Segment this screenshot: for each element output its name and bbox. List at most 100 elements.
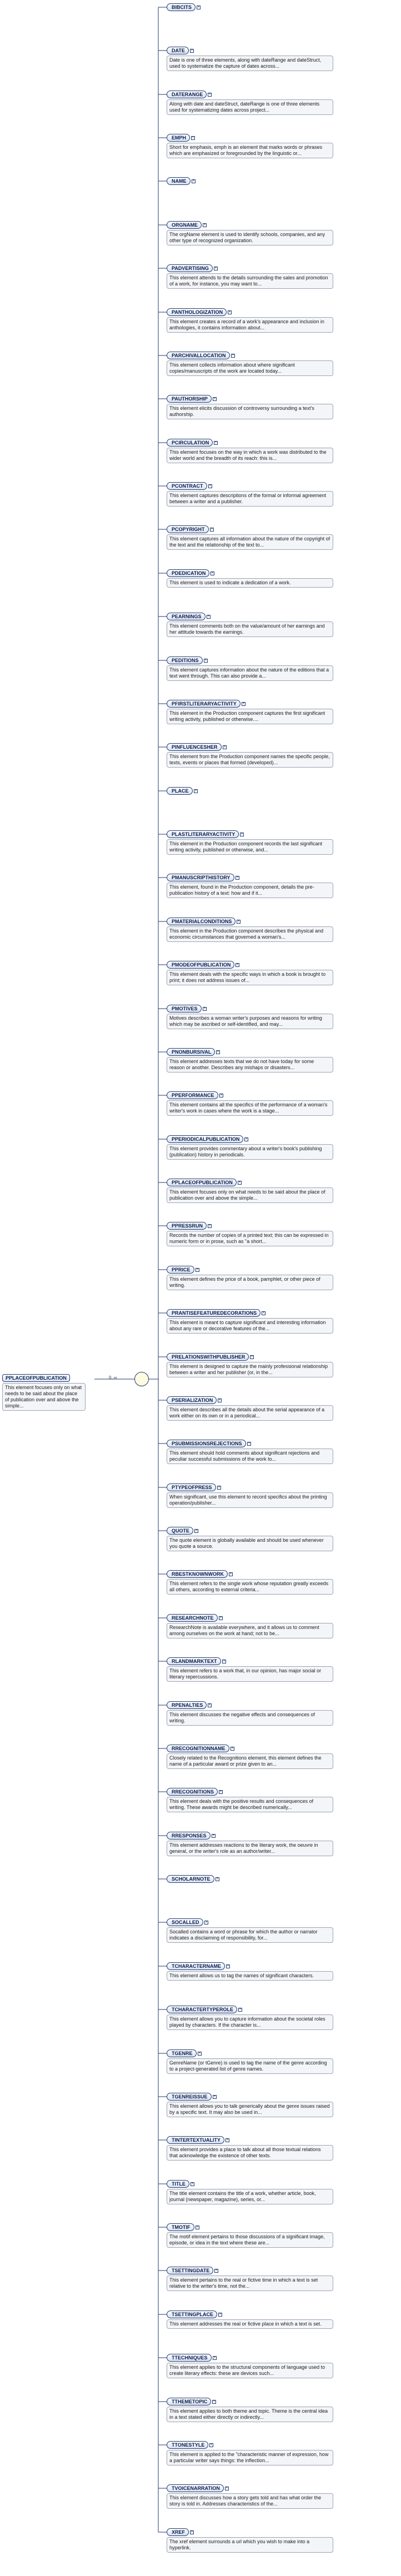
child-element-name[interactable]: TITLE [167, 2180, 189, 2188]
child-element-name[interactable]: RRECOGNITIONNAME [167, 1745, 229, 1752]
expand-icon[interactable]: + [204, 1921, 208, 1925]
child-element-name[interactable]: QUOTE [167, 1527, 194, 1535]
child-element-name[interactable]: DATE [167, 47, 189, 54]
expand-icon[interactable]: + [215, 1877, 219, 1881]
child-element-name[interactable]: RESEARCHNOTE [167, 1614, 218, 1622]
expand-icon[interactable]: + [214, 2269, 218, 2273]
child-element-name[interactable]: PEDITIONS [167, 656, 203, 664]
child-element-name[interactable]: RRECOGNITIONS [167, 1788, 218, 1796]
child-element-name[interactable]: PCIRCULATION [167, 439, 213, 447]
expand-icon[interactable]: + [208, 93, 212, 97]
expand-icon[interactable]: + [219, 1790, 223, 1794]
expand-icon[interactable]: + [194, 1529, 198, 1533]
child-element-name[interactable]: NAME [167, 177, 191, 185]
expand-icon[interactable]: + [238, 2008, 242, 2012]
child-element-name[interactable]: PLASTLITERARYACTIVITY [167, 830, 239, 838]
expand-icon[interactable]: + [194, 789, 198, 793]
child-element-name[interactable]: PMATERIALCONDITIONS [167, 918, 236, 925]
child-element-name[interactable]: SCHOLARNOTE [167, 1875, 214, 1883]
child-element-name[interactable]: PEARNINGS [167, 613, 205, 620]
child-element-name[interactable]: PMANUSCRIPTHISTORY [167, 874, 234, 881]
expand-icon[interactable]: + [208, 1703, 212, 1707]
expand-icon[interactable]: + [223, 745, 227, 749]
expand-icon[interactable]: + [219, 1094, 223, 1097]
child-element-name[interactable]: XREF [167, 2528, 189, 2536]
child-element-name[interactable]: TGENRE [167, 2049, 197, 2057]
expand-icon[interactable]: + [213, 2356, 217, 2360]
child-element-name[interactable]: PTYPEOFPRESS [167, 1484, 216, 1491]
child-element-name[interactable]: TTECHNIQUES [167, 2354, 212, 2362]
child-element-name[interactable]: PINFLUENCESHER [167, 743, 222, 751]
choice-compositor-icon[interactable] [134, 1372, 149, 1386]
expand-icon[interactable]: + [230, 1747, 234, 1751]
child-element-name[interactable]: RRESPONSES [167, 1832, 210, 1840]
expand-icon[interactable]: + [191, 136, 195, 140]
expand-icon[interactable]: + [203, 1007, 207, 1011]
child-element-name[interactable]: TCHARACTERTYPEROLE [167, 2006, 238, 2013]
child-element-name[interactable]: TSETTINGPLACE [167, 2311, 218, 2318]
expand-icon[interactable]: + [225, 2487, 229, 2490]
child-element-name[interactable]: PPRESSRUN [167, 1222, 207, 1230]
expand-icon[interactable]: + [240, 833, 244, 836]
child-element-name[interactable]: RBESTKNOWNWORK [167, 1570, 228, 1578]
expand-icon[interactable]: + [242, 702, 245, 706]
expand-icon[interactable]: + [214, 267, 218, 270]
child-element-name[interactable]: ORGNAME [167, 221, 202, 229]
expand-icon[interactable]: + [231, 354, 235, 358]
expand-icon[interactable]: + [198, 2052, 202, 2056]
child-element-name[interactable]: PANTHOLOGIZATION [167, 308, 227, 316]
expand-icon[interactable]: + [217, 1486, 221, 1490]
expand-icon[interactable]: + [208, 1224, 212, 1228]
child-element-name[interactable]: PSERIALIZATION [167, 1396, 217, 1404]
expand-icon[interactable]: + [235, 876, 239, 880]
child-element-name[interactable]: SOCALLED [167, 1918, 203, 1926]
expand-icon[interactable]: + [222, 1660, 226, 1663]
child-element-name[interactable]: PPRICE [167, 1266, 194, 1274]
expand-icon[interactable]: + [238, 1181, 242, 1185]
child-element-name[interactable]: TVOICENARRATION [167, 2484, 224, 2492]
expand-icon[interactable]: + [216, 1050, 220, 1054]
expand-icon[interactable]: + [191, 2182, 194, 2186]
expand-icon[interactable]: + [225, 2138, 229, 2142]
expand-icon[interactable]: + [207, 615, 210, 619]
child-element-name[interactable]: TTHEMETOPIC [167, 2398, 212, 2405]
child-element-name[interactable]: PDEDICATION [167, 569, 210, 577]
child-element-name[interactable]: BIBCITS [167, 3, 196, 11]
expand-icon[interactable]: + [247, 1442, 251, 1446]
child-element-name[interactable]: PAUTHORSHIP [167, 395, 212, 403]
child-element-name[interactable]: PRANTISEFEATUREDECORATIONS [167, 1309, 261, 1317]
expand-icon[interactable]: + [212, 2400, 216, 2404]
child-element-name[interactable]: DATERANGE [167, 91, 207, 98]
child-element-name[interactable]: TGENREISSUE [167, 2093, 212, 2101]
expand-icon[interactable]: + [228, 310, 232, 314]
expand-icon[interactable]: + [237, 920, 240, 924]
expand-icon[interactable]: + [196, 1268, 199, 1272]
child-element-name[interactable]: PRELATIONSWITHPUBLISHER [167, 1353, 249, 1361]
expand-icon[interactable]: + [190, 49, 194, 53]
expand-icon[interactable]: + [218, 1399, 222, 1402]
child-element-name[interactable]: PSUBMISSIONSREJECTIONS [167, 1440, 246, 1447]
expand-icon[interactable]: + [219, 1616, 223, 1620]
expand-icon[interactable]: + [203, 223, 207, 227]
expand-icon[interactable]: + [192, 179, 196, 183]
child-element-name[interactable]: PPERFORMANCE [167, 1091, 218, 1099]
child-element-name[interactable]: PNONBURSIVAL [167, 1048, 215, 1056]
expand-icon[interactable]: + [212, 1834, 215, 1838]
child-element-name[interactable]: PLACE [167, 787, 193, 795]
expand-icon[interactable]: + [210, 572, 214, 575]
root-element-name[interactable]: PPLACEOFPUBLICATION [2, 1374, 70, 1382]
child-element-name[interactable]: PARCHIVALLOCATION [167, 352, 230, 359]
child-element-name[interactable]: TTONESTYLE [167, 2441, 209, 2449]
expand-icon[interactable]: + [196, 2226, 199, 2229]
expand-icon[interactable]: + [235, 963, 239, 967]
expand-icon[interactable]: + [197, 6, 200, 9]
child-element-name[interactable]: TMOTIF [167, 2223, 194, 2231]
child-element-name[interactable]: PCOPYRIGHT [167, 525, 209, 533]
child-element-name[interactable]: PPLACEOFPUBLICATION [167, 1179, 237, 1186]
expand-icon[interactable]: + [214, 441, 218, 445]
child-element-name[interactable]: PFIRSTLITERARYACTIVITY [167, 700, 240, 708]
expand-icon[interactable]: + [208, 484, 212, 488]
expand-icon[interactable]: + [204, 659, 208, 663]
child-element-name[interactable]: PCONTRACT [167, 482, 207, 490]
expand-icon[interactable]: + [190, 2530, 194, 2534]
